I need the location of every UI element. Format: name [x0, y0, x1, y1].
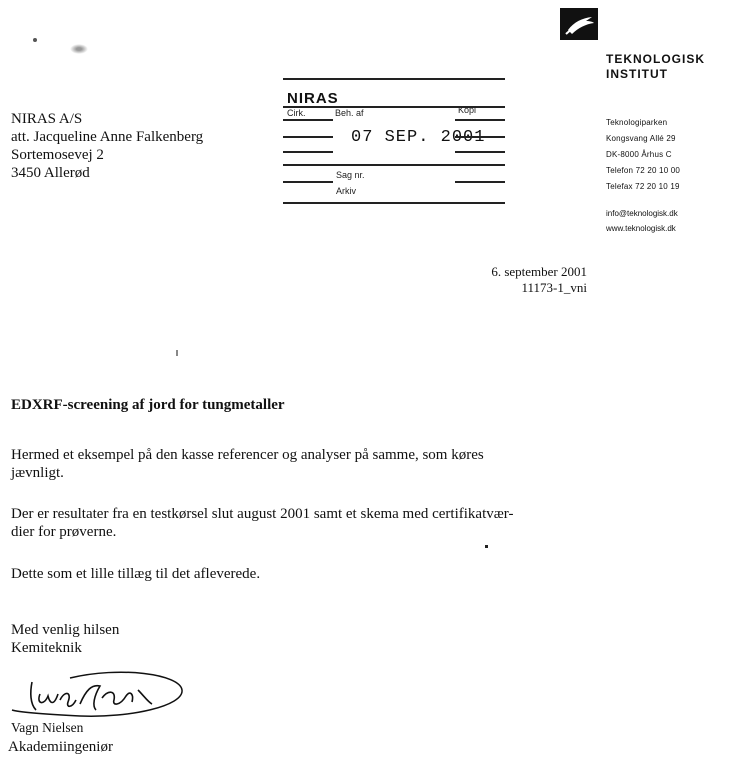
- letter-paragraph: Der er resultater fra en testkørsel slut…: [11, 505, 581, 541]
- stamp-beh-label: Beh. af: [335, 108, 364, 118]
- letter-paragraph: Hermed et eksempel på den kasse referenc…: [11, 446, 571, 482]
- recipient-line: NIRAS A/S: [11, 111, 83, 127]
- stamp-arkiv-label: Arkiv: [336, 186, 356, 196]
- letter-date-ref: 6. september 2001 11173-1_vni: [491, 264, 587, 296]
- recipient-line: 3450 Allerød: [11, 165, 90, 181]
- org-contact-block: info@teknologisk.dk www.teknologisk.dk: [606, 206, 678, 236]
- stamp-sag-label: Sag nr.: [336, 170, 365, 180]
- signer-title: Akademiingeniør: [8, 739, 113, 755]
- org-address-line: Teknologiparken: [606, 118, 668, 127]
- signer-name: Vagn Nielsen: [11, 720, 84, 735]
- org-phone: Telefon 72 20 10 00: [606, 166, 681, 175]
- stamp-cirk-label: Cirk.: [287, 108, 306, 118]
- paragraph-line: Hermed et eksempel på den kasse referenc…: [11, 447, 484, 463]
- scan-speck: [70, 44, 88, 54]
- org-website: www.teknologisk.dk: [606, 224, 676, 233]
- closing-greeting: Med venlig hilsen: [11, 622, 120, 638]
- org-fax: Telefax 72 20 10 19: [606, 182, 680, 191]
- recipient-line: Sortemosevej 2: [11, 147, 104, 163]
- letter-date: 6. september 2001: [491, 264, 587, 279]
- org-name-line1: TEKNOLOGISK: [606, 52, 706, 66]
- paragraph-line: jævnligt.: [11, 465, 64, 481]
- org-name: TEKNOLOGISK INSTITUT: [606, 52, 705, 82]
- stamp-date: 07 SEP. 2001: [351, 128, 486, 147]
- stamp-kopi-label: Kopi: [458, 105, 477, 115]
- letter-closing: Med venlig hilsen Kemiteknik: [11, 621, 119, 657]
- org-address-block: Teknologiparken Kongsvang Allé 29 DK-800…: [606, 115, 680, 195]
- org-name-line2: INSTITUT: [606, 67, 668, 81]
- org-address-line: DK-8000 Århus C: [606, 150, 672, 159]
- paragraph-line: dier for prøverne.: [11, 524, 117, 540]
- closing-department: Kemiteknik: [11, 640, 82, 656]
- letter-reference: 11173-1_vni: [521, 280, 587, 295]
- org-email: info@teknologisk.dk: [606, 209, 678, 218]
- scan-speck: [485, 545, 488, 548]
- scan-speck: [33, 38, 37, 42]
- stamp-brand: NIRAS: [287, 90, 339, 107]
- org-address-line: Kongsvang Allé 29: [606, 134, 676, 143]
- letter-paragraph: Dette som et lille tillæg til det afleve…: [11, 566, 261, 582]
- received-stamp: NIRAS Cirk. Beh. af Kopi 07 SEP. 2001 Sa…: [283, 78, 508, 208]
- recipient-line: att. Jacqueline Anne Falkenberg: [11, 129, 204, 145]
- paragraph-line: Der er resultater fra en testkørsel slut…: [11, 506, 514, 522]
- recipient-address: NIRAS A/S att. Jacqueline Anne Falkenber…: [11, 110, 203, 182]
- handwritten-signature: [10, 660, 190, 725]
- teknologisk-logo-icon: [560, 8, 598, 40]
- letter-subject: EDXRF-screening af jord for tungmetaller: [11, 397, 285, 413]
- scan-speck: [176, 350, 178, 356]
